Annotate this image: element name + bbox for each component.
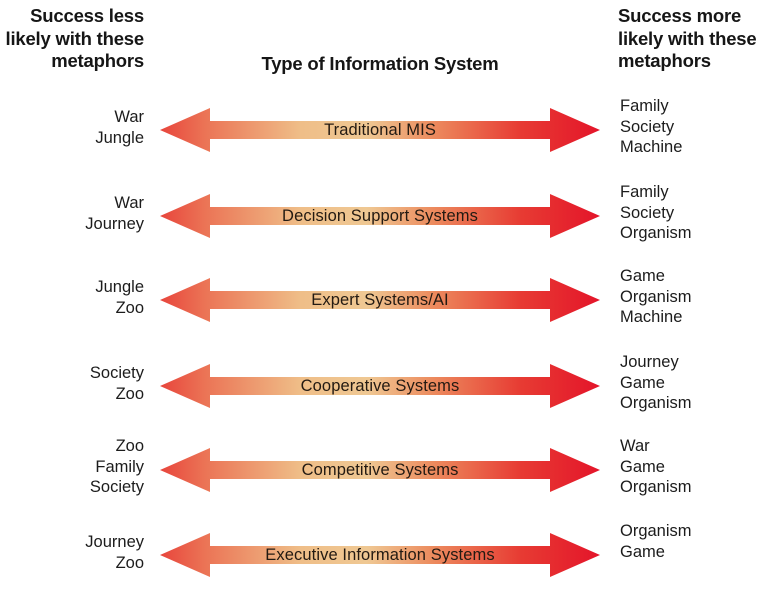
bidirectional-arrow (159, 445, 601, 495)
header-less-likely: Success less likely with these metaphors (5, 5, 145, 71)
less-likely-metaphors: Zoo Family Society (89, 437, 144, 496)
header-more-likely: Success more likely with these metaphors (618, 5, 757, 71)
diagram-row: Society Zoo Cooperative Systems (0, 353, 766, 442)
less-likely-metaphors: Society Zoo (89, 364, 144, 403)
bidirectional-arrow (159, 105, 601, 155)
bidirectional-arrow (159, 530, 601, 580)
header-system-type: Type of Information System (261, 53, 499, 74)
more-likely-metaphors: Family Society Organism (620, 183, 692, 242)
bidirectional-arrow (159, 361, 601, 411)
more-likely-metaphors: Organism Game (620, 522, 692, 561)
less-likely-metaphors: Journey Zoo (85, 533, 144, 572)
more-likely-metaphors: Journey Game Organism (620, 353, 692, 412)
diagram-row: Journey Zoo Executive Informatio (0, 522, 766, 593)
less-likely-metaphors: War Journey (85, 194, 144, 233)
less-likely-metaphors: War Jungle (95, 108, 144, 147)
more-likely-metaphors: Game Organism Machine (620, 267, 692, 326)
diagram-row: Jungle Zoo Expert Systems/AI (0, 267, 766, 356)
bidirectional-arrow (159, 275, 601, 325)
bidirectional-arrow (159, 191, 601, 241)
diagram-row: War Jungle Traditional MIS F (0, 97, 766, 186)
less-likely-metaphors: Jungle Zoo (95, 278, 144, 317)
more-likely-metaphors: Family Society Machine (620, 97, 683, 156)
diagram-row: Zoo Family Society Competitive S (0, 437, 766, 526)
more-likely-metaphors: War Game Organism (620, 437, 692, 496)
diagram-row: War Journey Decision Support Sys (0, 183, 766, 272)
